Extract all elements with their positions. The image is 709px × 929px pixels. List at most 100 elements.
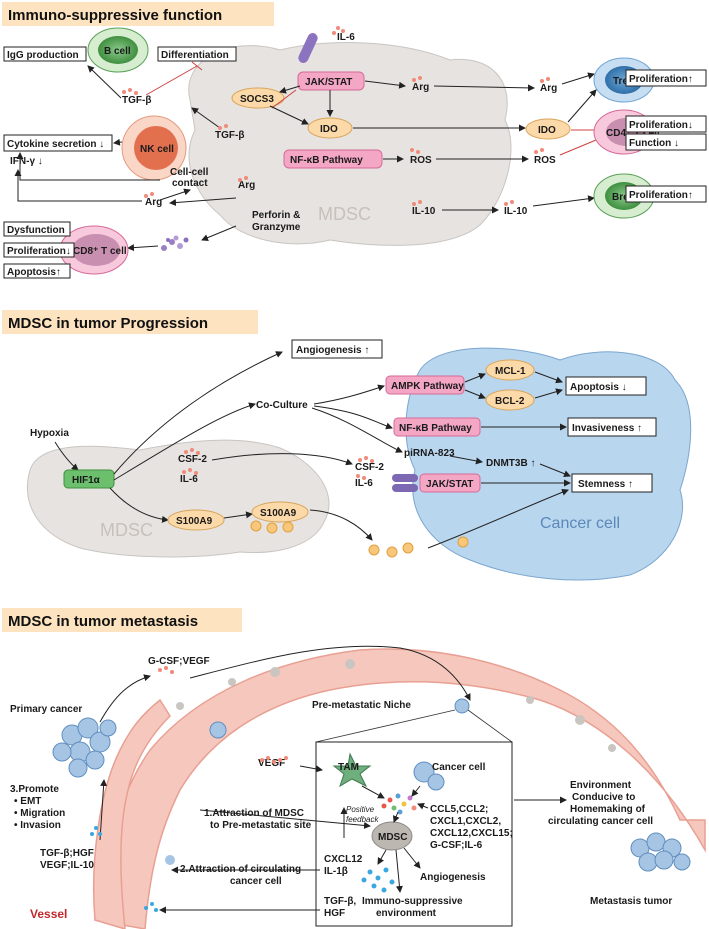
arrow-perforin-granules [201,225,237,241]
section2-title: MDSC in tumor Progression [8,315,208,332]
breg-prolif-label: Proliferation↑ [629,190,693,201]
arrow-vegf-tam [299,765,323,773]
attr1a: 1.Attraction of MDSC [204,808,304,819]
vegf-label: VEGF [258,758,285,769]
ido-right-label: IDO [538,125,556,136]
immuno1: Immuno-suppressive [362,896,463,907]
arrow-jak-socs3 [279,85,301,94]
mdsc-inset [371,821,413,851]
inhibit-tgfb-diff [145,65,198,96]
cytokine-dots-s2 [182,448,374,480]
arrow-s100a9-s100a9 [223,511,253,519]
arrow-primary-gcsf [99,674,151,723]
il6b-label: IL-6 [355,478,373,489]
treg-label: Treg [613,76,634,87]
cancer-cell-label: Cancer cell [540,515,620,532]
arrow-arg-treg [561,72,595,85]
jakstat-pill [297,71,365,91]
arrow-tgfb-b [87,65,122,99]
niche-label: Pre-metastatic Niche [312,700,411,711]
inset-cancer-cell [413,761,445,791]
angio-label: Angiogenesis ↑ [296,345,369,356]
vessel-branch [93,698,171,929]
arrow-chem-mdsc [392,811,400,823]
meta-label: Metastasis tumor [590,896,672,907]
arrow-hif-coculture [113,402,256,481]
cd8-dys-label: Dysfunction [7,225,65,236]
primary-cancer-cluster [52,717,117,778]
arrow-mcl1-apop [534,371,563,384]
chem2: CXCL1,CXCL2, [430,816,501,827]
s100a9b-pill [251,501,309,523]
arrow-ampk-bcl2 [464,389,486,400]
ros-label: ROS [410,155,432,166]
il1b-label: IL-1β [324,866,348,877]
cytokine-dots-s1 [122,26,550,206]
arg-mdsc-label: Arg [238,180,255,191]
tam-shape [332,752,372,788]
pirna-label: piRNA-823 [404,448,455,459]
mdsc-label: MDSC [318,204,371,224]
mdsc2-label: MDSC [100,520,153,540]
invasion-label: • Invasion [14,820,61,831]
niche-cluster [454,698,470,714]
cellcell-label-1: Cell-cell [170,167,209,178]
jakstat2-pill [419,473,481,493]
arrow-arg-arg [433,84,535,92]
arrow-dnmt-stem [539,463,571,478]
hypoxia-label: Hypoxia [30,428,69,439]
tgf-dots [361,867,395,893]
arrow-tgfb-nk [191,107,221,129]
differentiation-box [157,46,237,62]
section-progression: MDSC in tumor Progression Cancer cell MD… [2,310,692,581]
invas-label: Invasiveness ↑ [572,423,642,434]
angio-s3-label: Angiogenesis [420,872,486,883]
ifng-label: IFN-γ ↓ [10,156,43,167]
cd8-prolif-label: Proliferation↓ [7,246,71,257]
cellcell-label-2: contact [172,178,208,189]
migration-label: • Migration [14,808,65,819]
arrow-ido-treg [567,89,597,123]
socs3-label: SOCS3 [240,94,274,105]
apop-label: Apoptosis ↓ [570,382,627,393]
s100a9-label: S100A9 [176,516,213,527]
dnmt-label: DNMT3B ↑ [486,458,535,469]
inhibit-ros-cd4 [559,139,597,156]
cd8-label: CD8⁺ T cell [73,246,127,257]
zoom-line-a [315,709,456,743]
hif-pill [63,469,115,489]
stem-box [571,473,653,493]
inset-cancer-label: Cancer cell [432,762,486,773]
breg-prolif-box [625,185,707,203]
jakstat-label: JAK/STAT [305,77,352,88]
arrow-jak-arg [364,80,406,89]
section-metastasis: MDSC in tumor metastasis Vessel Primary … [2,608,706,929]
arrow-hypoxia-hif [54,441,79,471]
arrow-mdsc-immuno [395,849,403,893]
tgfb-label: TGF-β, [324,896,356,907]
s100a9b-label: S100A9 [260,508,297,519]
nk-cell-nucleus [134,126,178,170]
arrow-attr1 [199,809,371,829]
csf2-label: CSF-2 [178,454,207,465]
arrow-mdsc-angio [403,847,421,869]
section3-title: MDSC in tumor metastasis [8,613,198,630]
invas-box [567,417,657,437]
arrow-ampk-mcl1 [464,372,486,383]
arrow-coculture-nfkb [313,405,393,430]
arg-mid-label: Arg [412,82,429,93]
zoom-line-b [467,709,513,743]
arg-left-label: Arg [145,197,162,208]
jakstat2-label: JAK/STAT [426,479,473,490]
cxcl12-label: CXCL12 [324,854,363,865]
chem1: CCL5,CCL2; [430,804,488,815]
arrow-bcl2-apop [534,388,563,399]
s100a9-particles [250,520,469,558]
cd8-apop-box [3,263,71,279]
arrow-chem-list [417,802,429,810]
arrow-argleft-cytokine [14,169,142,202]
coculture-label: Co-Culture [256,400,308,411]
cd4-func-label: Function ↓ [629,138,679,149]
mcl1-label: MCL-1 [495,366,526,377]
